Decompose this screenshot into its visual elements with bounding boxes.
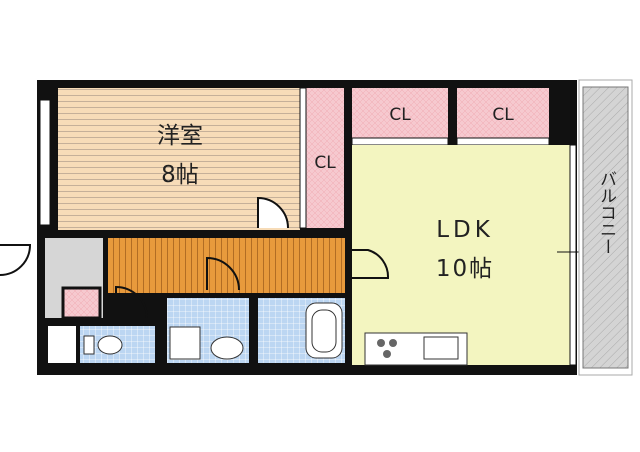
western-room-name: 洋室 [157, 123, 203, 149]
washbasin-icon [210, 336, 244, 360]
closet-top-1 [352, 88, 448, 138]
closet-top-1-label: CL [389, 105, 411, 125]
window-west [39, 99, 51, 226]
stove-icon [377, 339, 385, 347]
closet-side [306, 88, 344, 228]
closet-side-door [299, 87, 307, 229]
washing-machine-icon [169, 326, 201, 360]
shoe-cabinet [61, 286, 102, 320]
balcony-label: バルコニー [596, 170, 616, 255]
storage [48, 326, 76, 363]
ldk-door [352, 249, 390, 279]
balcony [582, 86, 629, 369]
ldk-room [352, 145, 570, 365]
ldk-size: 10帖 [436, 256, 494, 282]
kitchen-sink-icon [423, 336, 459, 360]
toilet-door [115, 285, 148, 319]
washroom-door [206, 256, 240, 291]
western-room-door [257, 196, 289, 229]
closet-top-2-label: CL [492, 105, 514, 125]
western-room-size: 8帖 [161, 162, 199, 188]
entrance-door [0, 244, 32, 276]
closet-side-label: CL [314, 153, 336, 173]
window-ldk [569, 144, 577, 366]
closet-top-2 [457, 88, 549, 138]
toilet-icon [97, 335, 123, 355]
ldk-name: LDK [436, 217, 494, 243]
